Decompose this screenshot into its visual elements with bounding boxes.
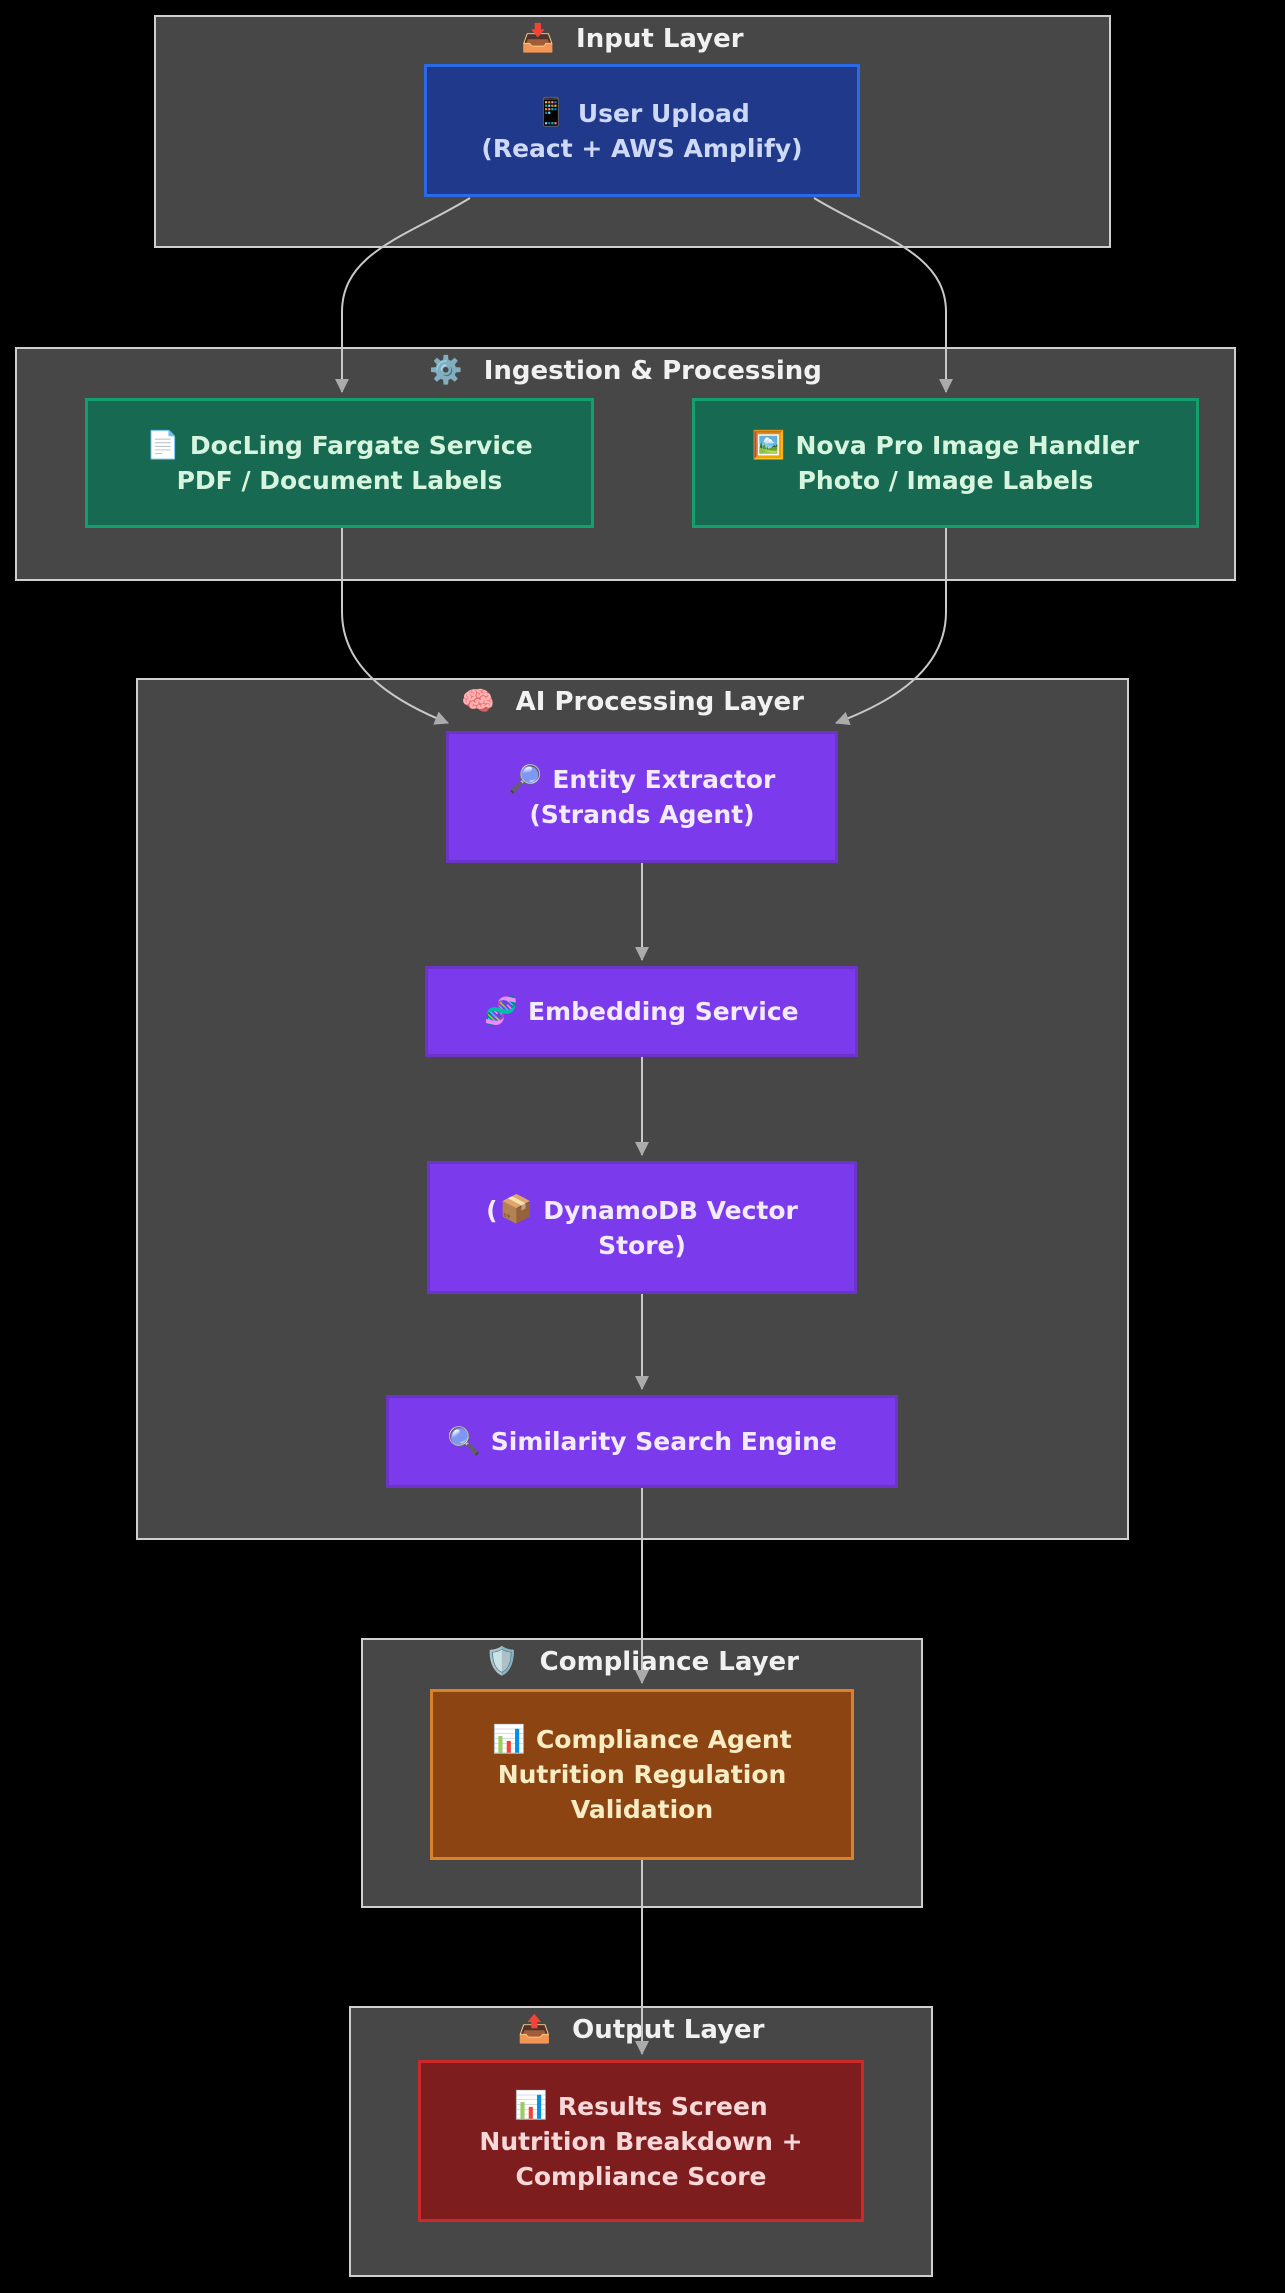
shield-icon: 🛡️ xyxy=(485,1646,519,1677)
node-label: (React + AWS Amplify) xyxy=(481,133,803,163)
node-entity-extractor: 🔎 Entity Extractor (Strands Agent) xyxy=(446,731,838,863)
edge-upload-to-docling xyxy=(335,197,471,393)
node-label: Nova Pro Image Handler xyxy=(795,431,1140,460)
node-docling-fargate: 📄 DocLing Fargate Service PDF / Document… xyxy=(85,398,594,528)
bar-chart-icon: 📊 xyxy=(514,2090,548,2121)
node-label: DynamoDB Vector xyxy=(543,1195,798,1225)
node-label: Nutrition Regulation xyxy=(497,1760,787,1789)
edge-docling-to-entity xyxy=(341,528,449,725)
node-label: User Upload xyxy=(577,98,750,128)
node-label: Embedding Service xyxy=(527,997,799,1026)
node-nova-pro-image: 🖼️ Nova Pro Image Handler Photo / Image … xyxy=(692,398,1199,528)
node-label: ( xyxy=(486,1195,498,1225)
node-label: Store) xyxy=(598,1230,686,1260)
magnifying-glass-left-icon: 🔍 xyxy=(447,1425,481,1457)
node-label: Validation xyxy=(570,1795,714,1824)
layer-title-text: Ingestion & Processing xyxy=(483,356,822,386)
bar-chart-icon: 📊 xyxy=(492,1723,526,1755)
edge-upload-to-nova xyxy=(813,197,953,393)
node-label: Entity Extractor xyxy=(552,765,776,794)
node-label: DocLing Fargate Service xyxy=(189,431,533,460)
layer-title-text: Compliance Layer xyxy=(539,1647,799,1677)
inbox-tray-icon: 📥 xyxy=(521,23,556,54)
package-icon: 📦 xyxy=(499,1194,534,1225)
node-label: Nutrition Breakdown + xyxy=(479,2126,803,2156)
node-label: Results Screen xyxy=(557,2091,768,2121)
layer-output-title: 📤 Output Layer xyxy=(351,2013,931,2047)
node-label: (Strands Agent) xyxy=(529,800,755,829)
layer-ingestion-title: ⚙️ Ingestion & Processing xyxy=(17,354,1234,388)
magnifying-glass-right-icon: 🔎 xyxy=(508,763,543,795)
layer-title-text: Output Layer xyxy=(572,2015,765,2045)
edge-nova-to-entity xyxy=(835,528,947,725)
node-label: Photo / Image Labels xyxy=(797,466,1094,495)
node-embedding-service: 🧬 Embedding Service xyxy=(425,966,858,1057)
mobile-phone-icon: 📱 xyxy=(534,97,568,128)
layer-compliance-title: 🛡️ Compliance Layer xyxy=(363,1645,921,1679)
dna-icon: 🧬 xyxy=(484,995,518,1027)
framed-picture-icon: 🖼️ xyxy=(751,429,786,461)
node-similarity-search: 🔍 Similarity Search Engine xyxy=(386,1395,898,1488)
node-label: PDF / Document Labels xyxy=(176,466,503,495)
document-icon: 📄 xyxy=(146,429,180,461)
layer-ai-title: 🧠 AI Processing Layer xyxy=(138,685,1127,719)
node-label: Similarity Search Engine xyxy=(490,1427,837,1456)
node-results-screen: 📊 Results Screen Nutrition Breakdown + C… xyxy=(418,2060,864,2222)
node-dynamodb-vector-store: ( 📦 DynamoDB Vector Store) xyxy=(427,1161,857,1294)
layer-title-text: AI Processing Layer xyxy=(515,687,804,717)
node-label: Compliance Agent xyxy=(535,1725,792,1754)
layer-title-text: Input Layer xyxy=(576,24,744,54)
brain-icon: 🧠 xyxy=(460,686,495,717)
outbox-tray-icon: 📤 xyxy=(517,2014,552,2045)
node-label: Compliance Score xyxy=(515,2161,767,2191)
node-user-upload: 📱 User Upload (React + AWS Amplify) xyxy=(424,64,860,197)
node-compliance-agent: 📊 Compliance Agent Nutrition Regulation … xyxy=(430,1689,854,1860)
gear-icon: ⚙️ xyxy=(429,355,463,386)
layer-input-title: 📥 Input Layer xyxy=(156,22,1109,56)
